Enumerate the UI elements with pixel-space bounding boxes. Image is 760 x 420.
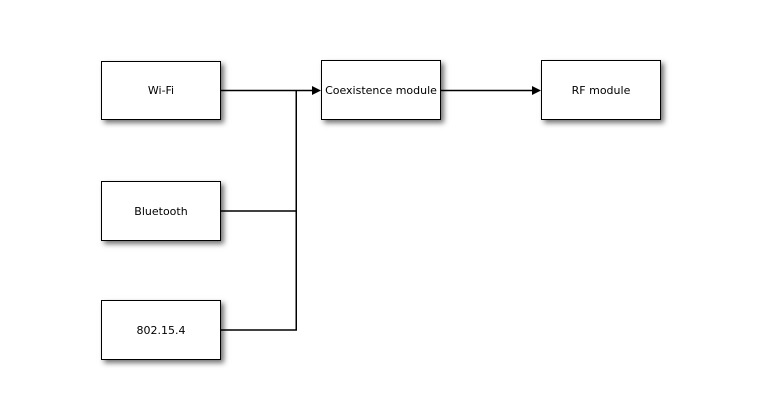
node-bluetooth-label: Bluetooth	[134, 204, 188, 218]
node-802-15-4: 802.15.4	[101, 300, 221, 360]
node-wifi: Wi-Fi	[101, 61, 221, 120]
node-rf-module-label: RF module	[571, 83, 631, 97]
node-wifi-label: Wi-Fi	[147, 84, 175, 97]
node-coexistence-module: Coexistence module	[321, 60, 441, 120]
arrowhead-coexistence-icon	[312, 86, 321, 95]
arrowhead-rf-icon	[532, 86, 541, 95]
node-bluetooth: Bluetooth	[101, 181, 221, 241]
node-rf-module: RF module	[541, 60, 661, 120]
node-coexistence-module-label: Coexistence module	[325, 83, 437, 97]
node-802-15-4-label: 802.15.4	[136, 323, 186, 337]
